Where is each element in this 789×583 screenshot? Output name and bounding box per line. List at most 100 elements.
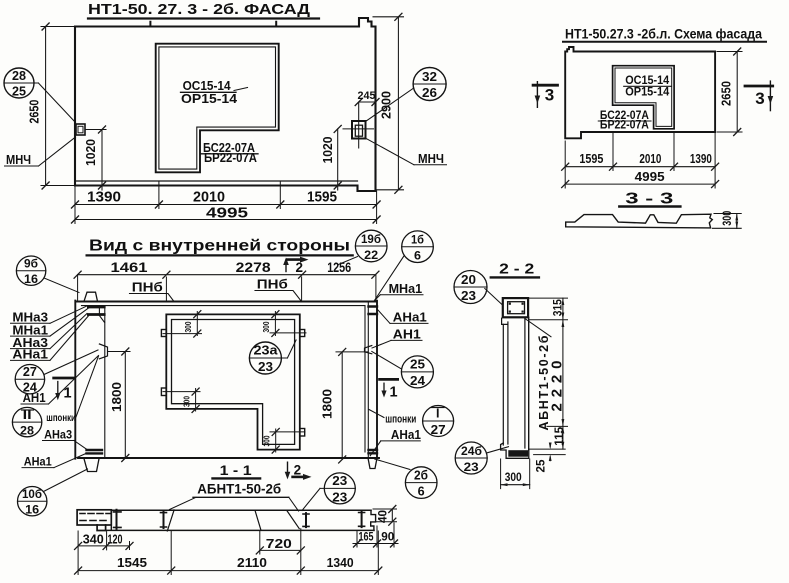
svg-text:1: 1	[64, 386, 72, 402]
svg-text:23: 23	[332, 473, 347, 488]
svg-text:23а: 23а	[254, 343, 279, 358]
svg-text:2110: 2110	[237, 555, 267, 570]
svg-text:БР22-07А: БР22-07А	[600, 118, 649, 132]
svg-text:1595: 1595	[307, 188, 337, 205]
svg-text:БС22-07А: БС22-07А	[203, 140, 256, 155]
svg-text:АН1: АН1	[393, 328, 421, 342]
svg-text:I: I	[436, 407, 439, 421]
svg-text:НТ1-50.27.3 -2б.л. Схема фасад: НТ1-50.27.3 -2б.л. Схема фасада	[565, 26, 762, 42]
svg-text:26: 26	[422, 85, 437, 100]
svg-text:300: 300	[182, 396, 192, 407]
svg-text:1390: 1390	[87, 188, 121, 205]
svg-text:27: 27	[431, 423, 446, 437]
svg-text:ОС15-14: ОС15-14	[625, 73, 669, 87]
svg-text:28: 28	[20, 424, 34, 438]
svg-text:1256: 1256	[327, 260, 351, 275]
svg-text:3 - 3: 3 - 3	[625, 191, 673, 208]
svg-text:300: 300	[262, 435, 272, 446]
svg-text:2: 2	[296, 260, 304, 275]
svg-text:2 - 2: 2 - 2	[499, 262, 534, 278]
svg-text:23: 23	[461, 289, 476, 303]
svg-text:АН1: АН1	[23, 391, 46, 405]
svg-text:МНЧ: МНЧ	[418, 151, 444, 166]
svg-text:1: 1	[390, 384, 398, 400]
svg-text:II: II	[23, 408, 32, 422]
svg-text:24: 24	[410, 373, 426, 388]
svg-text:24: 24	[23, 381, 37, 395]
svg-text:шпонки: шпонки	[385, 414, 416, 426]
svg-text:23: 23	[464, 460, 479, 474]
svg-text:300: 300	[722, 211, 734, 226]
svg-text:25: 25	[410, 357, 425, 372]
svg-text:2б: 2б	[414, 468, 428, 482]
svg-text:1340: 1340	[327, 555, 354, 570]
svg-text:27: 27	[23, 365, 37, 379]
svg-text:115: 115	[552, 426, 566, 445]
svg-text:315: 315	[551, 299, 565, 316]
svg-text:АНа3: АНа3	[12, 336, 48, 350]
svg-text:20: 20	[461, 273, 476, 287]
svg-text:120: 120	[108, 533, 123, 547]
svg-text:19б: 19б	[361, 234, 381, 246]
svg-text:1595: 1595	[579, 152, 603, 166]
svg-text:БС22-07А: БС22-07А	[600, 108, 649, 122]
svg-text:10б: 10б	[22, 489, 42, 501]
svg-text:2: 2	[294, 462, 302, 477]
svg-text:2650: 2650	[720, 81, 734, 106]
svg-text:АНа1: АНа1	[391, 428, 421, 442]
svg-text:28: 28	[12, 69, 26, 83]
svg-text:6: 6	[414, 251, 421, 263]
svg-text:245: 245	[358, 90, 376, 102]
svg-text:300: 300	[183, 321, 193, 332]
svg-text:16: 16	[24, 272, 38, 286]
svg-text:25: 25	[12, 85, 26, 99]
svg-text:МНа1: МНа1	[389, 282, 423, 296]
svg-text:22: 22	[364, 250, 378, 262]
svg-text:40: 40	[378, 510, 390, 523]
svg-text:АНа1: АНа1	[12, 348, 48, 362]
svg-text:24б: 24б	[461, 444, 482, 458]
svg-text:90: 90	[381, 532, 394, 544]
svg-text:340: 340	[83, 533, 104, 547]
svg-text:1020: 1020	[321, 136, 335, 163]
svg-text:1б: 1б	[411, 235, 424, 247]
svg-text:3: 3	[545, 86, 554, 105]
svg-text:МНа3: МНа3	[12, 311, 48, 325]
svg-text:2650: 2650	[28, 100, 42, 124]
svg-text:1 - 1: 1 - 1	[220, 463, 253, 478]
svg-text:720: 720	[266, 537, 292, 551]
svg-text:ОР15-14: ОР15-14	[181, 91, 238, 106]
svg-text:9б: 9б	[24, 257, 38, 271]
svg-text:2278: 2278	[236, 260, 272, 275]
svg-text:25: 25	[536, 459, 548, 473]
svg-text:1545: 1545	[117, 555, 147, 570]
svg-text:АНа1: АНа1	[24, 455, 52, 469]
svg-text:300: 300	[505, 472, 522, 484]
svg-text:ОС15-14: ОС15-14	[183, 78, 232, 93]
svg-text:БР22-07А: БР22-07А	[204, 150, 258, 165]
svg-text:2010: 2010	[639, 152, 661, 166]
svg-text:1461: 1461	[111, 260, 149, 275]
svg-text:АНа1: АНа1	[393, 311, 427, 325]
svg-text:ОР15-14: ОР15-14	[625, 84, 669, 98]
svg-text:ПНб: ПНб	[132, 280, 163, 295]
svg-text:МНа1: МНа1	[12, 323, 48, 337]
svg-text:1800: 1800	[321, 389, 335, 419]
svg-text:6: 6	[418, 484, 425, 498]
svg-text:2010: 2010	[193, 188, 225, 205]
svg-text:шпонки: шпонки	[46, 412, 76, 424]
svg-text:165: 165	[359, 532, 374, 544]
svg-text:4995: 4995	[206, 205, 248, 222]
svg-text:4995: 4995	[635, 170, 665, 184]
svg-text:23: 23	[332, 489, 347, 504]
svg-text:АБНТ1-50-2б: АБНТ1-50-2б	[197, 482, 281, 497]
svg-text:МНЧ: МНЧ	[6, 152, 31, 167]
svg-text:1800: 1800	[110, 382, 124, 412]
svg-text:1020: 1020	[84, 139, 98, 166]
svg-text:ПНб: ПНб	[257, 277, 288, 292]
svg-text:300: 300	[261, 321, 271, 332]
svg-text:23: 23	[258, 359, 273, 374]
svg-text:Вид с внутренней стороны: Вид с внутренней стороны	[89, 238, 350, 255]
svg-text:1390: 1390	[690, 152, 712, 166]
svg-text:3: 3	[755, 89, 764, 108]
